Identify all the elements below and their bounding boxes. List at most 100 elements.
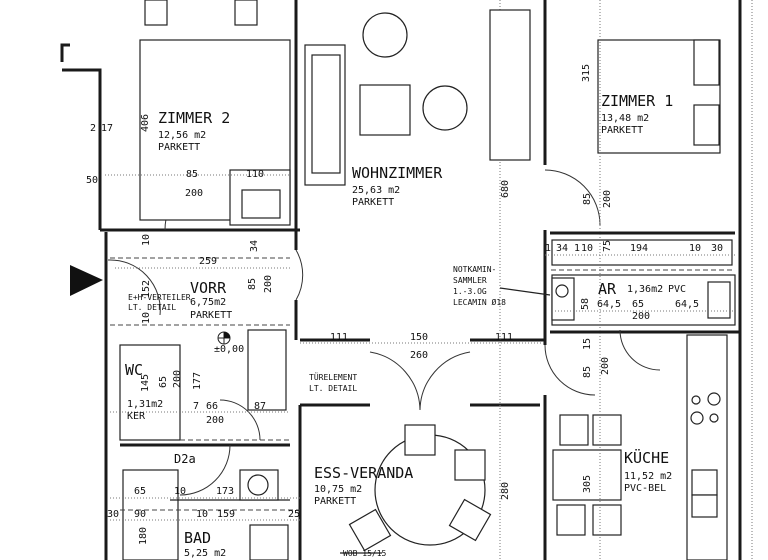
dimension: 30 [107, 509, 119, 520]
room-name: ZIMMER 1 [601, 92, 673, 110]
bad-label-backdrop [182, 530, 246, 558]
note-line: 1.-3.OG [453, 287, 487, 296]
note-line: TÜRELEMENT [309, 372, 357, 382]
door-wohnzimmer [295, 249, 304, 301]
dimension: 85 [247, 278, 258, 290]
dimension: 65 [134, 486, 146, 497]
room-area: 10,75 m2 [314, 484, 362, 495]
door-veranda-right [419, 351, 471, 411]
dimension: 30 [711, 243, 723, 254]
dimension: 159 [217, 509, 235, 520]
dimension: 2 [90, 123, 96, 134]
entrance-arrow-icon [70, 265, 103, 296]
dimension: 200 [632, 311, 650, 322]
dimension: 10 [196, 509, 208, 520]
room-ess-veranda: ESS-VERANDA 10,75 m2 PARKETT [314, 464, 413, 507]
dimension: 87 [254, 401, 266, 412]
room-floor: PARKETT [190, 310, 232, 321]
dimension: 10 [689, 243, 701, 254]
dimension-lines [105, 0, 735, 560]
dimension: 200 [600, 357, 611, 375]
dimension: 34 [249, 240, 260, 252]
dimension: 315 [581, 64, 592, 82]
dimension: 173 [216, 486, 234, 497]
dimension: 25 [288, 509, 300, 520]
room-area: 5,25 m2 [184, 548, 226, 559]
door-veranda-left [369, 351, 421, 411]
note-wob: WOB 15/15 [343, 549, 387, 558]
door-label-d2a: D2a [174, 452, 196, 466]
dimension: 152 [141, 280, 152, 298]
dimension: 90 [134, 509, 146, 520]
dimension: 305 [582, 475, 593, 493]
room-floor: PVC-BEL [624, 483, 666, 494]
dimension: 10 [581, 243, 593, 254]
dimension: 75 [602, 240, 613, 252]
note-line: NOTKAMIN- [453, 265, 496, 274]
dimension: 64,5 [597, 299, 621, 310]
dimension: 150 [410, 332, 428, 343]
room-name: AR [598, 280, 617, 298]
note-line: E+H-VERTEILER [128, 293, 191, 302]
dimension: 85 [186, 169, 198, 180]
door-bad [179, 444, 231, 496]
dimension: 85 [582, 366, 593, 378]
dimension: 260 [410, 350, 428, 361]
door-ar [619, 329, 661, 371]
room-wc: WC 1,31m2 KER [125, 361, 163, 422]
dimension: 1 [545, 243, 551, 254]
dimension: 200 [185, 188, 203, 199]
room-zimmer1: ZIMMER 1 13,48 m2 PARKETT [601, 92, 673, 136]
dimension: 194 [630, 243, 648, 254]
room-area: 1,36m2 [627, 284, 663, 295]
room-area: 12,56 m2 [158, 130, 206, 141]
door-zimmer1 [544, 169, 601, 226]
note-verteiler: E+H-VERTEILER LT. DETAIL [128, 293, 191, 312]
note-notkamin: NOTKAMIN- SAMMLER 1.-3.OG LECAMIN Ø18 [453, 265, 506, 307]
walls [60, 0, 753, 560]
room-floor: PVC [668, 284, 686, 295]
room-ar: AR 1,36m2 PVC [598, 280, 686, 298]
furniture [139, 0, 731, 560]
room-area: 25,63 m2 [352, 185, 400, 196]
dimension: 64,5 [675, 299, 699, 310]
dimension: 680 [500, 180, 511, 198]
dimension: 200 [263, 275, 274, 293]
room-area: 11,52 m2 [624, 471, 672, 482]
notkamin-leader [499, 287, 551, 296]
room-area: 13,48 m2 [601, 113, 649, 124]
room-name: VORR [190, 279, 227, 297]
dimension: 17 [101, 123, 113, 134]
room-wohnzimmer: WOHNZIMMER 25,63 m2 PARKETT [352, 164, 443, 208]
dimension-labels: 2 17 406 85 200 110 50 259 34 85 200 152… [86, 64, 723, 545]
level-label: ±0,00 [214, 344, 244, 355]
room-vorr: VORR 6,75m2 PARKETT [190, 279, 232, 321]
note-line: LT. DETAIL [128, 303, 176, 312]
dimension: 58 [580, 298, 591, 310]
room-floor: KER [127, 411, 146, 422]
dimension: 200 [206, 415, 224, 426]
dimension: 10 [174, 486, 186, 497]
room-name: KÜCHE [624, 448, 669, 467]
dimension: 15 [582, 338, 593, 350]
dimension: 145 [140, 374, 151, 392]
room-name: BAD [184, 529, 211, 547]
dimension: 34 [556, 243, 568, 254]
note-line: LT. DETAIL [309, 384, 357, 393]
room-floor: PARKETT [601, 125, 643, 136]
room-name: WOHNZIMMER [352, 164, 443, 182]
dimension: 65 [632, 299, 644, 310]
dimension: 177 [192, 372, 203, 390]
dimension: 66 [206, 401, 218, 412]
dimension: 50 [86, 175, 98, 186]
dimension: 85 [582, 193, 593, 205]
room-area: 6,75m2 [190, 297, 226, 308]
note-tuerelement: TÜRELEMENT LT. DETAIL [309, 372, 357, 393]
dimension: 10 [141, 312, 152, 324]
dimension: 7 [193, 401, 199, 412]
room-name: WC [125, 361, 143, 379]
dimension: 10 [141, 234, 152, 246]
room-name: ESS-VERANDA [314, 464, 413, 482]
dimension: 65 [158, 376, 169, 388]
